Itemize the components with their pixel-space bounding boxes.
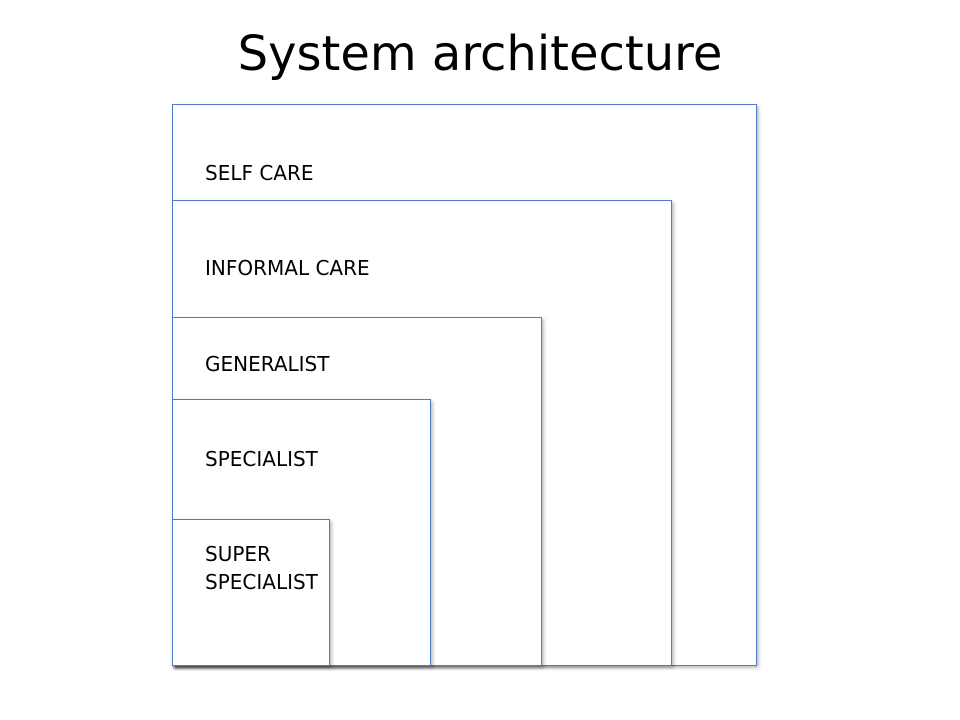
level-label-self-care: SELF CARE <box>205 161 314 185</box>
level-label-super-specialist: SUPER SPECIALIST <box>205 542 318 594</box>
level-label-specialist: SPECIALIST <box>205 447 318 471</box>
level-box-super-specialist: SUPER SPECIALIST <box>172 519 330 666</box>
level-label-informal-care: INFORMAL CARE <box>205 256 370 280</box>
level-label-generalist: GENERALIST <box>205 352 330 376</box>
slide-title: System architecture <box>237 26 723 82</box>
